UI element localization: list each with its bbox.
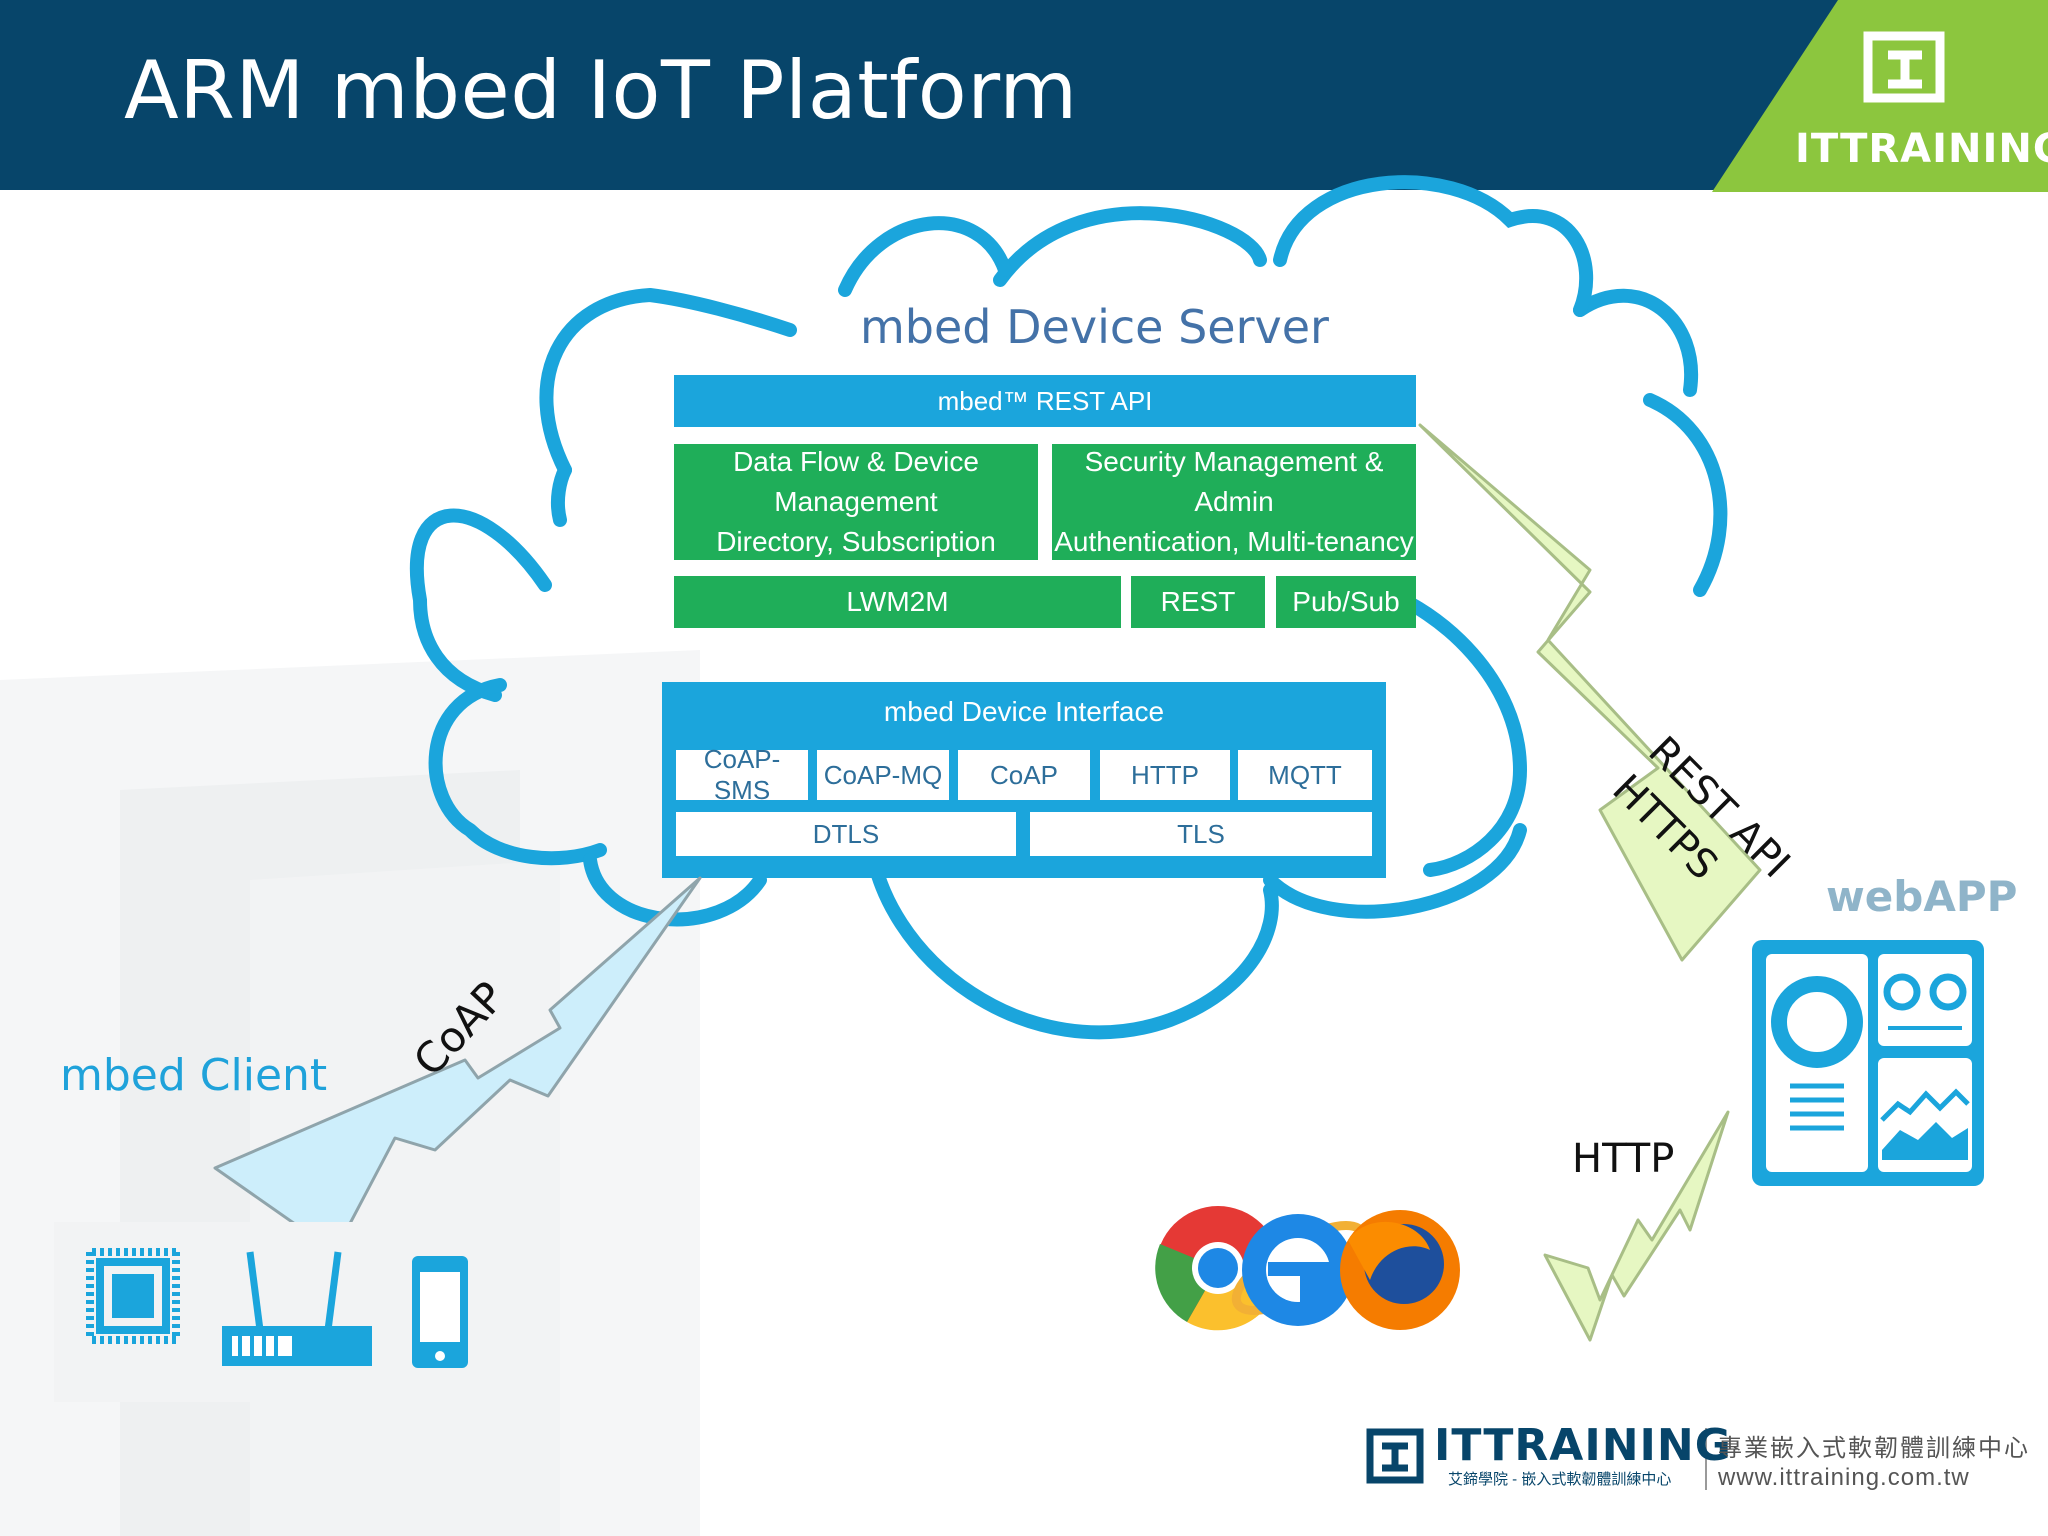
dtls-layer: DTLS — [676, 812, 1016, 856]
firefox-icon — [1340, 1210, 1460, 1330]
client-title: mbed Client — [60, 1050, 328, 1101]
security-label: Security Management & Admin Authenticati… — [1054, 446, 1414, 557]
footer-logo: ITTRAINING — [1434, 1420, 1732, 1471]
rest-block: REST — [1131, 576, 1265, 628]
lwm2m-label: LWM2M — [846, 586, 949, 617]
protocol-coap-mq: CoAP-MQ — [817, 750, 949, 800]
protocol-http: HTTP — [1100, 750, 1230, 800]
rest-label: REST — [1160, 586, 1236, 617]
data-flow-label: Data Flow & Device Management Directory,… — [716, 446, 996, 557]
device-interface-title: mbed Device Interface — [883, 696, 1165, 727]
server-title: mbed Device Server — [860, 300, 1329, 354]
phone-icon — [412, 1256, 468, 1368]
tls-layer: TLS — [1030, 812, 1372, 856]
footer-url: www.ittraining.com.tw — [1718, 1464, 1970, 1491]
security-block: Security Management & Admin Authenticati… — [1052, 444, 1416, 560]
pubsub-block: Pub/Sub — [1276, 576, 1416, 628]
brand-logo-icon — [1863, 31, 1945, 103]
page-title: ARM mbed IoT Platform — [124, 44, 1078, 137]
http-link-label: HTTP — [1572, 1136, 1675, 1182]
rest-api-bar: mbed™ REST API — [674, 375, 1416, 427]
rest-api-label: mbed™ REST API — [937, 385, 1153, 416]
protocol-label: CoAP — [990, 759, 1058, 790]
dashboard-icon — [1752, 940, 1984, 1186]
footer-subtitle: 艾鍗學院 - 嵌入式軟韌體訓練中心 — [1448, 1471, 1672, 1488]
protocol-coap-sms: CoAP-SMS — [676, 744, 808, 805]
protocol-label: HTTP — [1131, 759, 1199, 790]
pubsub-label: Pub/Sub — [1292, 586, 1400, 617]
protocol-label: MQTT — [1268, 759, 1342, 790]
protocol-mqtt: MQTT — [1238, 750, 1372, 800]
brand-name: ITTRAINING — [1795, 126, 2048, 172]
tls-label: TLS — [1177, 818, 1225, 849]
protocol-label: CoAP-MQ — [823, 759, 943, 790]
data-flow-block: Data Flow & Device Management Directory,… — [674, 444, 1038, 560]
protocol-label: CoAP-SMS — [703, 744, 781, 805]
https-link-bolt — [1418, 423, 1762, 962]
header-bar — [0, 0, 2048, 190]
footer-logo-text: ITTRAINING — [1434, 1420, 1732, 1471]
ie-icon — [1231, 1214, 1369, 1326]
footer-chinese: 專業嵌入式軟韌體訓練中心 — [1718, 1435, 2030, 1462]
footer-logo-icon — [1366, 1428, 1424, 1484]
dtls-label: DTLS — [812, 818, 880, 849]
router-icon — [222, 1251, 372, 1366]
http-link-bolt — [1543, 1110, 1730, 1342]
webapp-title: webAPP — [1826, 872, 2018, 921]
coap-link-bolt — [213, 876, 702, 1254]
lwm2m-block: LWM2M — [674, 576, 1121, 628]
chip-icon — [86, 1248, 180, 1344]
protocol-coap: CoAP — [958, 750, 1090, 800]
